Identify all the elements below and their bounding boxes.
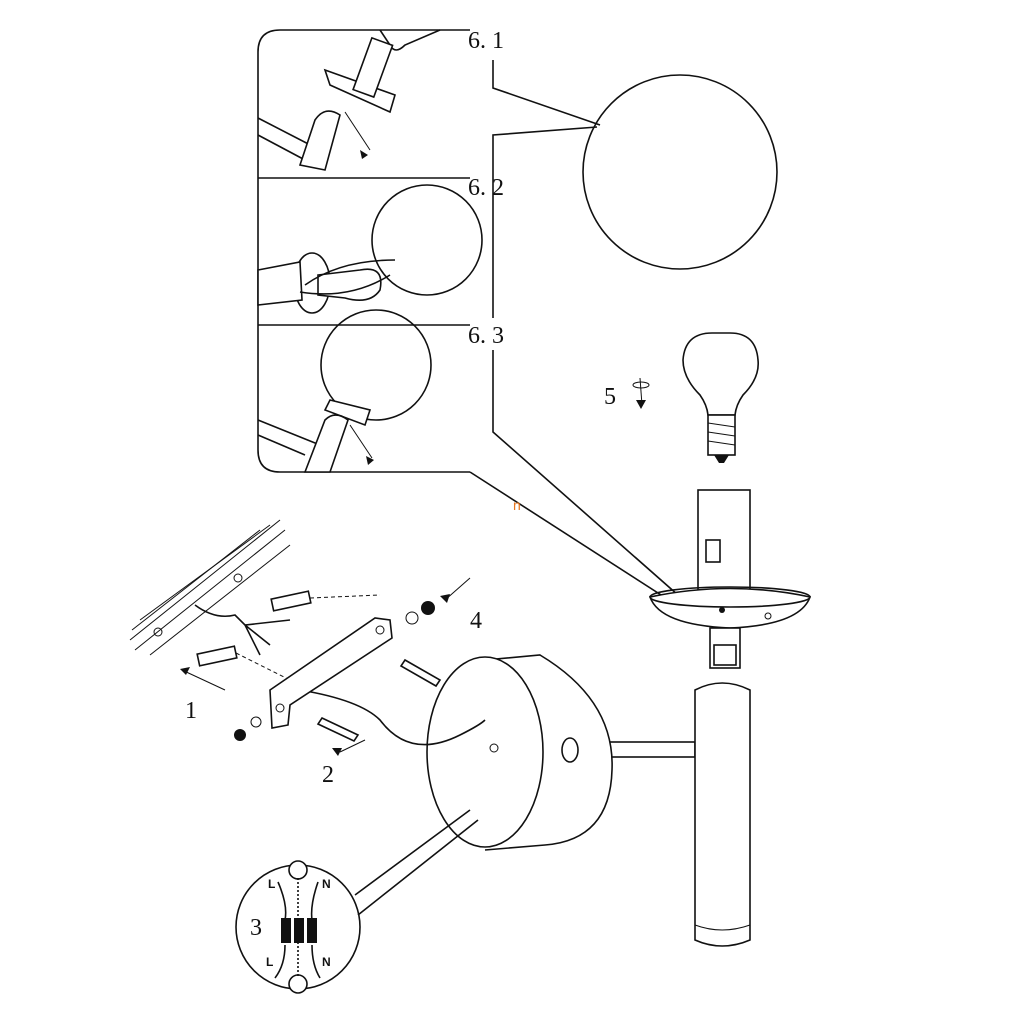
- wall-plugs: [180, 590, 381, 691]
- mounting-bracket: [269, 617, 393, 729]
- wire-live-top: L: [268, 877, 275, 891]
- detail-6-1: [257, 29, 441, 171]
- mains-wires: [194, 604, 291, 656]
- label-step-6-2: 6. 2: [468, 175, 504, 201]
- screwdriver-arrow-icon: [332, 577, 471, 756]
- wiring-detail: [235, 809, 479, 994]
- wall-hatching: [129, 519, 291, 656]
- label-step-5: 5: [604, 384, 616, 410]
- wire-live-bottom: L: [266, 955, 273, 969]
- power-cable: [299, 689, 486, 746]
- detail-panel: [257, 29, 483, 473]
- leader-lines: [469, 60, 701, 621]
- light-bulb: [682, 332, 760, 463]
- detail-6-2: [257, 184, 483, 314]
- label-step-2: 2: [322, 762, 334, 788]
- glass-globe: [582, 74, 778, 270]
- wall-plate: [426, 654, 613, 851]
- wire-neutral-top: N: [322, 877, 331, 891]
- screws: [234, 601, 442, 743]
- label-step-6-3: 6. 3: [468, 323, 504, 349]
- wire-neutral-bottom: N: [322, 955, 331, 969]
- marker-n: n: [513, 497, 521, 513]
- lamp-body: [569, 489, 812, 947]
- label-step-4: 4: [470, 608, 482, 634]
- rotate-arrow-icon: [632, 377, 650, 409]
- detail-6-3: [257, 309, 432, 473]
- label-step-3: 3: [250, 915, 262, 941]
- label-step-1: 1: [185, 698, 197, 724]
- label-step-6-1: 6. 1: [468, 28, 504, 54]
